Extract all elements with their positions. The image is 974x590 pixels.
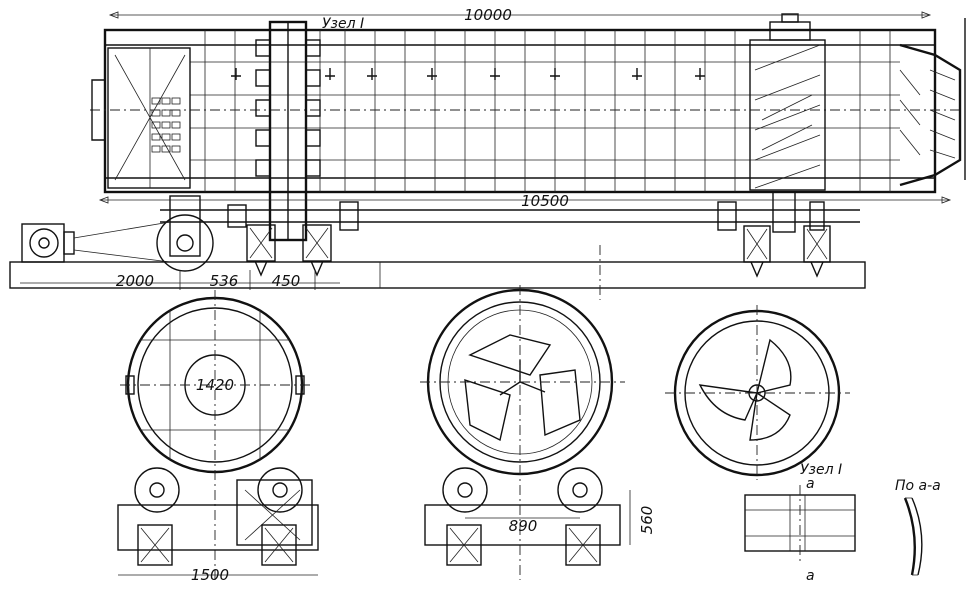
label-section-a-a: По а-а (895, 478, 941, 494)
section-mark-top: а (806, 476, 815, 492)
dim-overall-length: 10000 (464, 6, 512, 24)
discharge-hood (899, 43, 962, 187)
discharge-end-view (665, 305, 850, 480)
left-supports (156, 195, 332, 277)
dim-shaft-length: 10500 (521, 192, 569, 210)
dim-base-width: 1500 (191, 566, 229, 584)
foundation (9, 245, 866, 300)
label-node-top: Узел I (322, 16, 364, 32)
lifter-blade-top (468, 334, 552, 376)
lifter-blade-left (464, 378, 511, 442)
vane-bottom (749, 391, 791, 441)
inlet-flare (91, 79, 105, 141)
drum-hangers (231, 68, 705, 80)
gear-ring (255, 20, 321, 242)
drum-ribs (204, 30, 891, 192)
dim-inner-diameter: 1420 (196, 376, 234, 394)
drive-shaft (160, 201, 860, 231)
right-supports (743, 191, 831, 278)
dim-roller-spacing: 890 (509, 517, 538, 535)
drum-body (103, 28, 937, 194)
dim-support-height: 560 (638, 506, 656, 535)
section-mark-bottom: а (806, 568, 815, 584)
vane-left (698, 384, 759, 421)
dim-motor-spacing: 2000 (116, 272, 154, 290)
dim-support-offset: 450 (272, 272, 301, 290)
end-view-left (117, 290, 319, 580)
drive-motor (21, 221, 171, 263)
dim-gear-offset: 536 (210, 272, 239, 290)
section-view-middle (420, 285, 631, 580)
vane-top (756, 338, 792, 394)
section-a-a (903, 497, 923, 576)
lifter-blade-right (539, 369, 581, 437)
left-end-section (107, 47, 191, 189)
label-node-detail: Узел I (800, 462, 842, 478)
dimension-lines (20, 11, 952, 290)
node-detail (744, 485, 856, 565)
side-elevation (9, 11, 966, 300)
